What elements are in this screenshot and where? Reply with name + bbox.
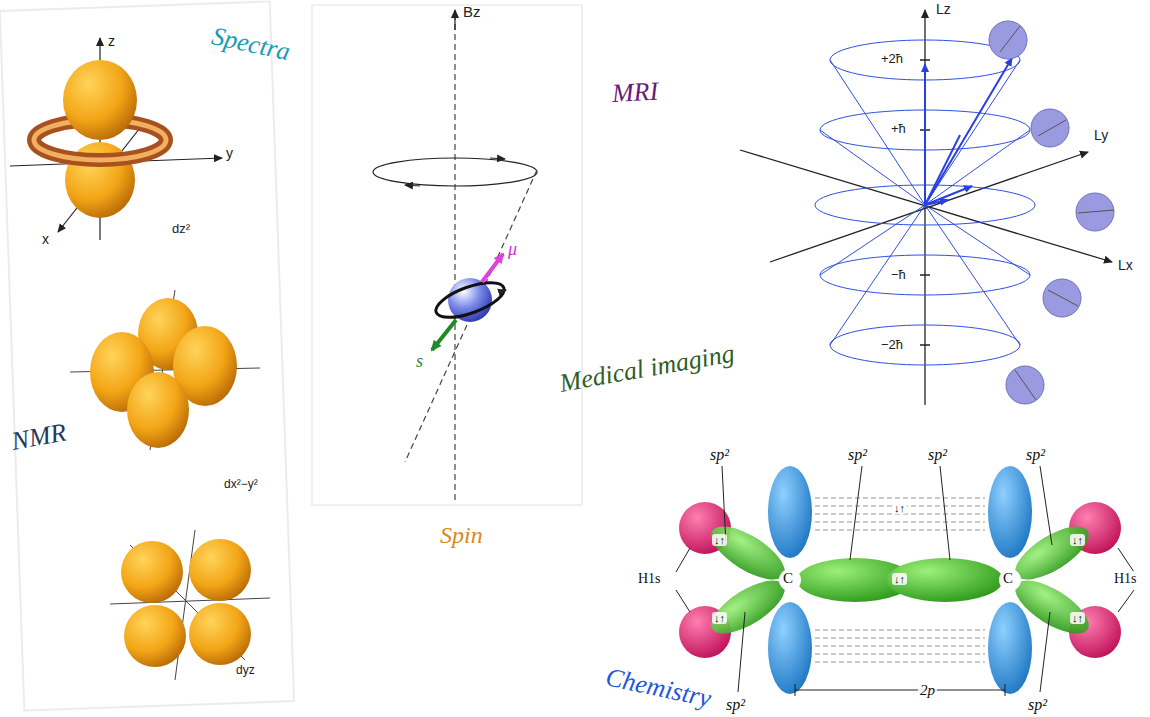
atom-label: C	[783, 570, 793, 587]
electron-pair: ↓↑	[712, 612, 727, 624]
dyz-orbital-part	[189, 539, 251, 601]
orbital-label: sp²	[1026, 446, 1045, 464]
tick-label: −ħ	[889, 268, 908, 282]
angular-momentum-cones-part	[820, 60, 1030, 345]
orbital-name: dyz	[236, 664, 255, 677]
spin-precession-part	[500, 290, 506, 292]
dz2-orbital-part	[58, 128, 140, 232]
ethylene-orbitals-part	[887, 558, 1003, 602]
spin-circles-part	[1038, 120, 1066, 136]
dyz-orbital-part	[124, 605, 186, 667]
axis-label: Lz	[934, 2, 953, 17]
section-title: Chemistry	[603, 664, 713, 714]
axis-label: Lx	[1116, 258, 1135, 273]
orbital-label: 2p	[918, 682, 937, 699]
dyz-orbital	[110, 530, 270, 680]
orbital-label: sp²	[726, 696, 745, 714]
angular-momentum-cones-part	[925, 200, 948, 205]
leader-lines-part	[795, 684, 1005, 696]
electron-pair: ↓↑	[892, 502, 907, 514]
picture-card-part	[0, 2, 294, 711]
electron-pair: ↓↑	[892, 573, 907, 585]
angular-momentum-cones-part	[924, 10, 925, 405]
picture-card	[0, 2, 582, 711]
vector-label: s	[416, 352, 423, 372]
orbital-label: H1s	[636, 571, 663, 586]
dyz-orbital-part	[175, 530, 195, 680]
tick-label: +ħ	[889, 122, 908, 136]
leader-lines-part	[676, 548, 1134, 612]
orbital-label: sp²	[1028, 696, 1047, 714]
spin-precession	[373, 10, 537, 500]
axis-label: Ly	[1092, 128, 1110, 143]
picture-card-part	[312, 5, 582, 505]
atom-label: C	[1003, 570, 1013, 587]
spin-precession-part	[405, 170, 537, 462]
spin-precession-part	[454, 10, 455, 30]
spin-precession-part	[482, 254, 503, 282]
spin-precession-part	[490, 158, 505, 159]
angular-momentum-cones-part	[925, 58, 1012, 205]
spin-precession-part	[373, 158, 537, 186]
angular-momentum-cones-part	[925, 135, 960, 205]
spin-circles-part	[1048, 290, 1078, 306]
electron-pair: ↓↑	[1070, 612, 1085, 624]
axis-label: y	[226, 146, 233, 161]
leader-lines-part	[722, 466, 1052, 692]
ethylene-orbitals-part	[768, 602, 812, 694]
electron-pair: ↓↑	[1070, 534, 1085, 546]
angular-momentum-cones-part	[920, 60, 930, 345]
spin-circles-part	[1031, 109, 1069, 147]
spin-circles-part	[1078, 210, 1114, 213]
orbital-label: H1s	[1112, 571, 1139, 586]
dz2-orbital-part	[63, 60, 137, 140]
spin-precession-part	[448, 278, 492, 322]
spin-circles	[989, 21, 1114, 404]
orbital-name: dz²	[172, 222, 190, 236]
spin-precession-part	[432, 275, 509, 324]
orbital-label: sp²	[848, 446, 867, 464]
ethylene-orbitals-part	[988, 466, 1032, 558]
spin-circles-part	[1006, 366, 1044, 404]
dyz-orbital-part	[121, 541, 183, 603]
angular-momentum-cones-part	[924, 64, 926, 205]
dyz-orbital-part	[110, 598, 270, 604]
vector-label: μ	[508, 240, 517, 260]
axis-label: z	[108, 34, 115, 49]
field-label: Bz	[463, 4, 481, 21]
tick-label: +2ħ	[879, 52, 905, 66]
spin-circles-part	[989, 21, 1027, 59]
spin-precession-part	[432, 320, 456, 350]
dz2-orbital	[10, 38, 222, 240]
leader-lines	[676, 466, 1134, 696]
ethylene-orbitals-part	[999, 569, 1021, 591]
orbital-label: sp²	[928, 446, 947, 464]
axis-label: x	[42, 232, 49, 247]
ethylene-orbitals-part	[988, 602, 1032, 694]
dx2-y2-orbital	[70, 290, 260, 450]
ethylene-orbitals-part	[768, 466, 812, 558]
orbital-name: dx²−y²	[224, 478, 258, 491]
section-title: Medical imaging	[558, 339, 737, 398]
spin-circles-part	[1015, 370, 1036, 400]
ethylene-orbitals-part	[797, 558, 913, 602]
spin-circles-part	[1076, 193, 1114, 231]
dyz-orbital-part	[189, 603, 251, 665]
spin-precession-part	[405, 185, 420, 186]
spin-circles-part	[1043, 279, 1081, 317]
electron-pair: ↓↑	[712, 534, 727, 546]
orbital-label: sp²	[710, 446, 729, 464]
section-title: Spin	[440, 522, 483, 548]
tick-label: −2ħ	[879, 338, 905, 352]
section-title: MRI	[611, 78, 659, 109]
spin-circles-part	[1000, 26, 1020, 52]
angular-momentum-cones	[740, 10, 1112, 405]
spin-precession-part	[454, 12, 455, 500]
dx2-y2-orbital-part	[127, 372, 189, 448]
ethylene-orbitals	[679, 466, 1121, 694]
ethylene-orbitals-part	[779, 569, 801, 591]
